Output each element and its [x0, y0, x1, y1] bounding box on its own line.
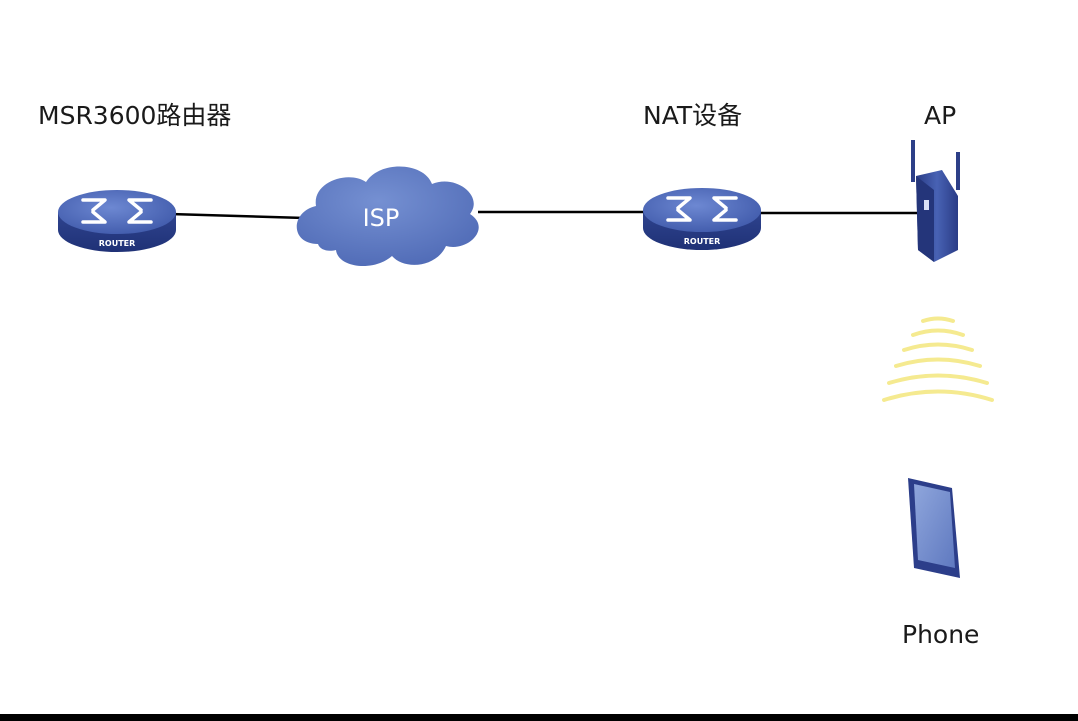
nat-device-label: NAT设备: [643, 101, 743, 130]
msr-router-label: MSR3600路由器: [38, 101, 232, 130]
isp-label: ISP: [363, 204, 400, 232]
nat-router-badge: ROUTER: [684, 237, 721, 246]
bottom-border: [0, 714, 1078, 721]
link-msr-isp: [169, 212, 306, 220]
ap-icon: [911, 140, 960, 262]
phone-icon: [908, 478, 960, 578]
nat-router-icon: ROUTER: [643, 188, 761, 250]
phone-label: Phone: [902, 620, 980, 649]
ap-label: AP: [924, 101, 957, 130]
isp-cloud-icon: ISP: [296, 166, 479, 267]
msr-router-badge: ROUTER: [99, 239, 136, 248]
msr-router-icon: ROUTER: [58, 190, 176, 252]
wifi-signal-icon: [882, 316, 994, 402]
